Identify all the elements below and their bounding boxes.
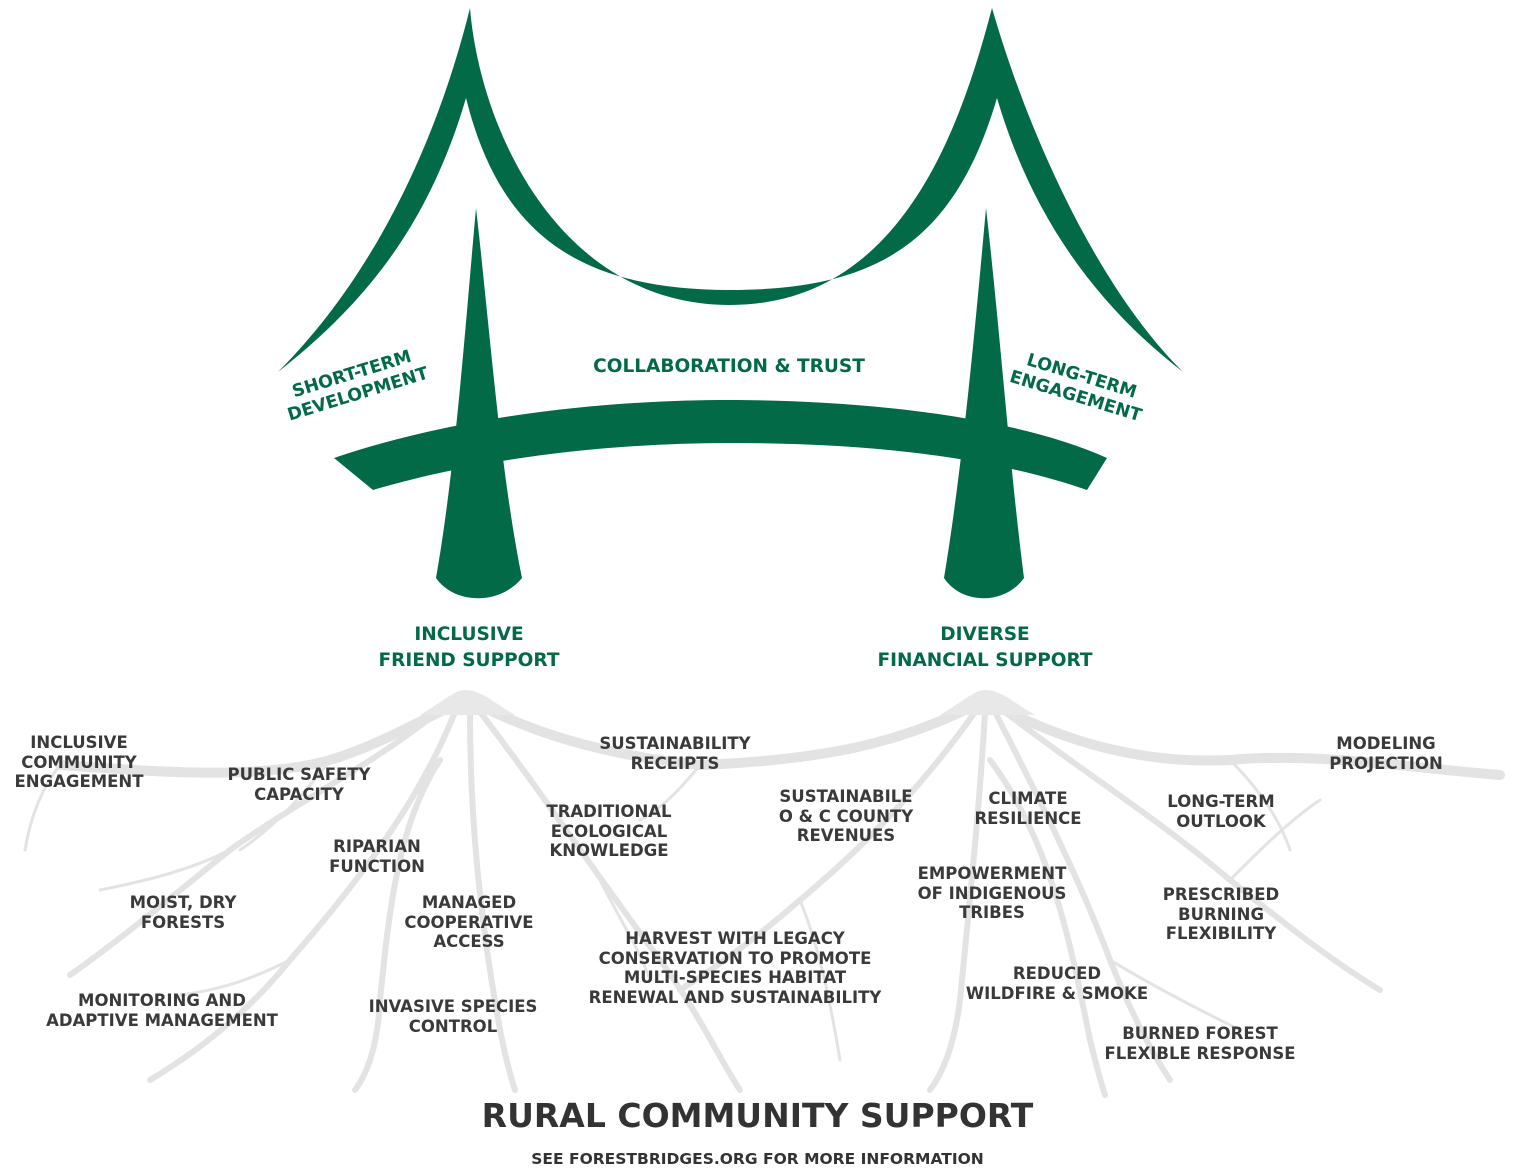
root-path <box>467 709 518 1093</box>
root-base <box>940 690 1035 715</box>
root-path <box>352 757 443 1093</box>
left-pillar <box>436 208 522 599</box>
diagram-title: RURAL COMMUNITY SUPPORT <box>481 1096 1034 1135</box>
collaboration-trust-label: COLLABORATION & TRUST <box>593 356 865 377</box>
root-path <box>638 763 702 822</box>
root-path <box>798 898 842 1062</box>
bridge-deck <box>334 400 1107 490</box>
root-path <box>55 695 470 778</box>
root-path <box>992 709 1173 1083</box>
root-path <box>23 763 62 852</box>
root-path <box>477 709 743 1093</box>
root-path <box>1108 958 1242 1032</box>
right-pillar-label: DIVERSE FINANCIAL SUPPORT <box>877 624 1093 671</box>
footer-note: SEE FORESTBRIDGES.ORG FOR MORE INFORMATI… <box>531 1150 984 1168</box>
root-path <box>1228 758 1292 852</box>
root-path <box>598 878 652 982</box>
root-path <box>98 848 232 892</box>
root-path <box>178 958 292 997</box>
bridge <box>278 8 1183 599</box>
left-pillar-label: INCLUSIVE FRIEND SUPPORT <box>378 624 560 671</box>
root-path <box>927 709 988 1093</box>
root-base <box>420 690 515 715</box>
root-path <box>1228 798 1322 882</box>
root-path <box>1002 709 1383 993</box>
root-path <box>238 758 332 852</box>
suspension-cable <box>278 8 1183 372</box>
root-path <box>987 757 1108 1098</box>
root-path <box>147 709 458 1083</box>
roots <box>23 690 1505 1098</box>
right-pillar <box>944 208 1024 599</box>
root-path <box>677 709 978 993</box>
